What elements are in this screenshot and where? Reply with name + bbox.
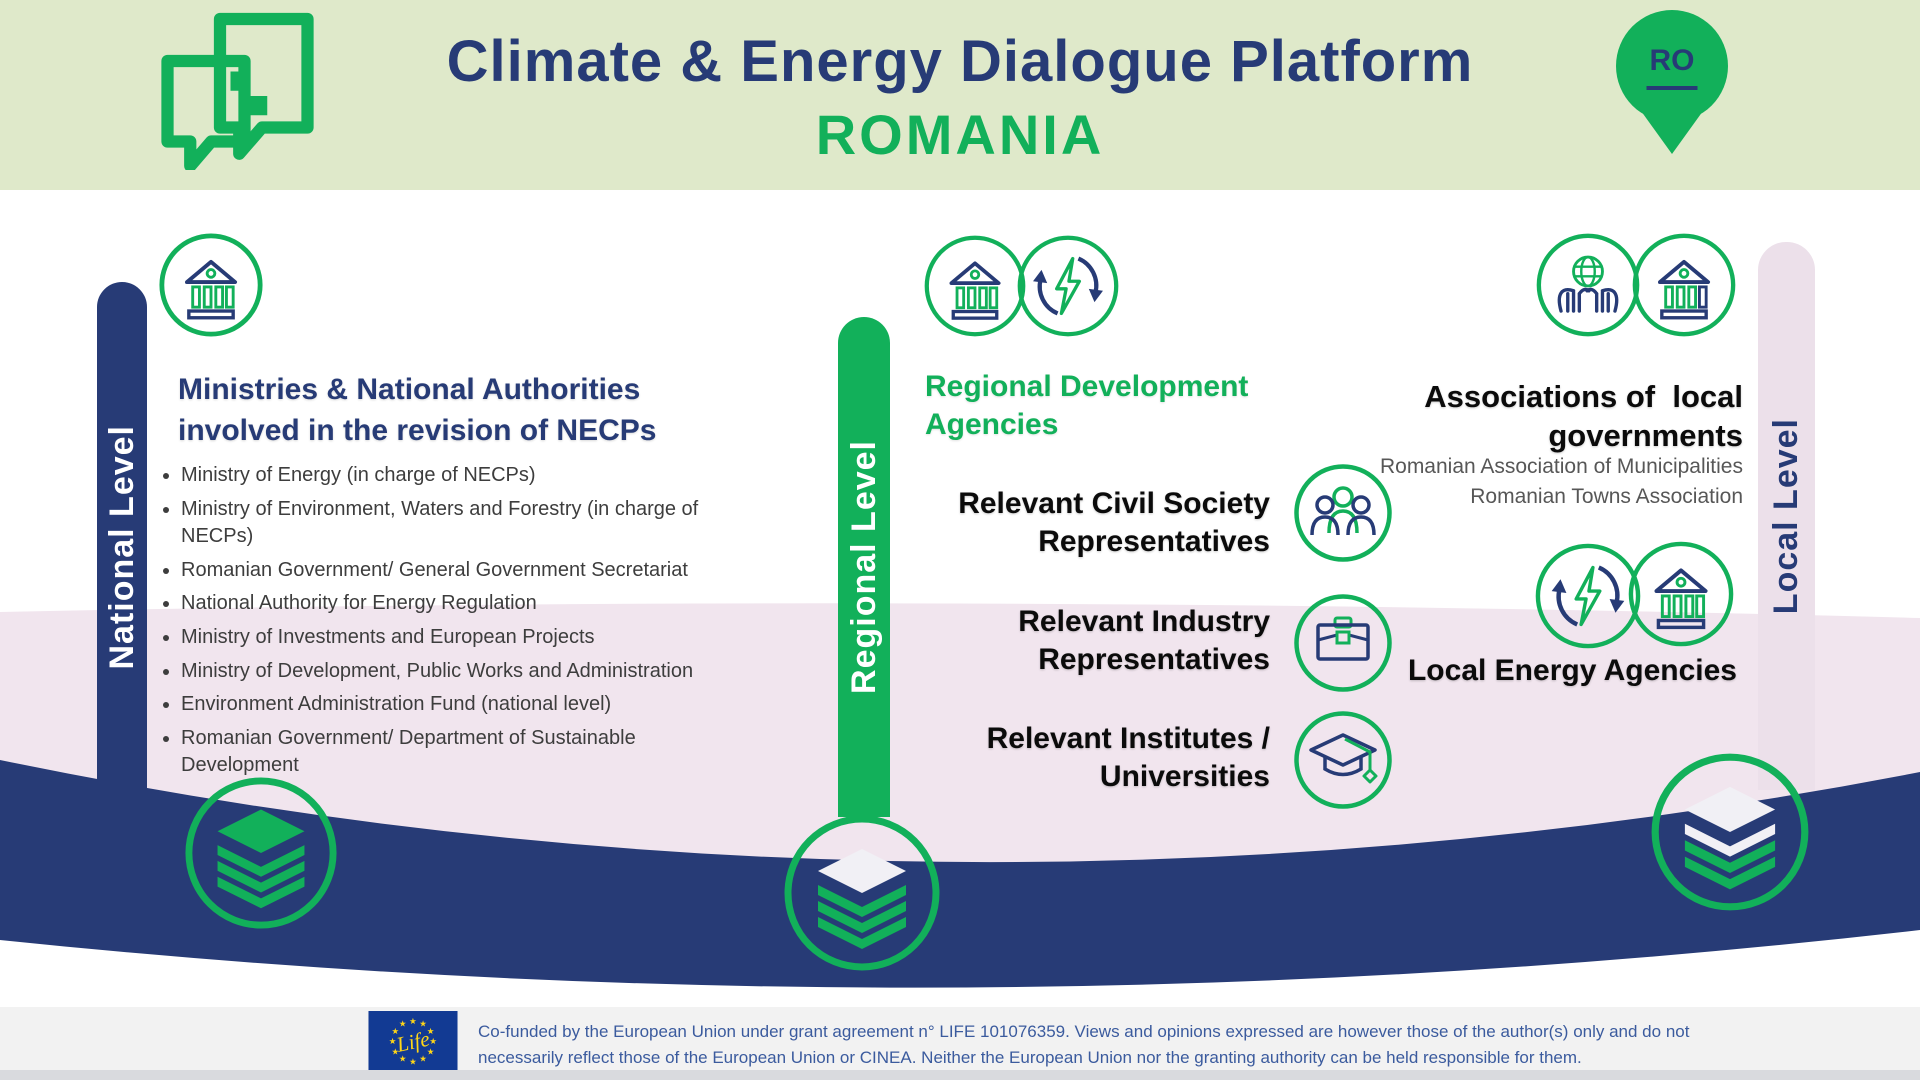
national-heading: Ministries & National Authorities involv…	[178, 373, 657, 447]
footer	[0, 1007, 1920, 1080]
regional-level-label: Regional Level	[844, 440, 883, 694]
footer-edge	[0, 1070, 1920, 1080]
bullet-item: Ministry of Energy (in charge of NECPs)	[181, 462, 726, 490]
dialogue-logo-icon	[161, 12, 314, 170]
industry-heading: Relevant Industry Representatives	[1018, 605, 1270, 676]
svg-text:★: ★	[419, 1054, 427, 1064]
pillar-local: Local Level	[1758, 242, 1815, 790]
local-energy-agencies-heading: Local Energy Agencies	[1407, 654, 1737, 687]
svg-text:★: ★	[399, 1018, 407, 1028]
bullet-item: Ministry of Investments and European Pro…	[181, 624, 726, 652]
bullet-item: Ministry of Environment, Waters and Fore…	[181, 496, 726, 551]
bullet-item: National Authority for Energy Regulation	[181, 590, 726, 618]
svg-text:★: ★	[409, 1016, 417, 1026]
country-title: ROMANIA	[815, 103, 1105, 166]
svg-text:★: ★	[427, 1026, 435, 1036]
associations-subtext: Romanian Association of Municipalities R…	[1379, 455, 1743, 509]
svg-text:★: ★	[419, 1018, 427, 1028]
associations-heading: Associations of local governments	[1424, 379, 1743, 453]
bullet-item: Romanian Government/ Department of Susta…	[181, 725, 726, 780]
platform-top-surface	[0, 603, 1920, 863]
country-pin-icon: RO	[1612, 8, 1732, 156]
energy-cycle-icon	[1017, 235, 1119, 337]
svg-text:★: ★	[391, 1026, 399, 1036]
graduation-cap-icon	[1294, 711, 1392, 809]
header: Climate & Energy Dialogue Platform ROMAN…	[0, 0, 1920, 190]
svg-text:★: ★	[427, 1046, 435, 1056]
pillar-national: National Level	[97, 282, 147, 812]
map-pin-shape	[1616, 10, 1728, 154]
briefcase-icon	[1294, 594, 1392, 692]
bullet-item: Environment Administration Fund (nationa…	[181, 691, 726, 719]
pin-label: RO	[1646, 44, 1698, 90]
local-level-label: Local Level	[1767, 417, 1805, 615]
government-building-icon	[1628, 541, 1734, 647]
funding-disclaimer: Co-funded by the European Union under gr…	[478, 1022, 1690, 1068]
eu-life-logo: ★★★★★★★★★★★★ Life	[368, 1011, 458, 1071]
energy-cycle-icon	[1535, 543, 1641, 649]
civil-society-heading: Relevant Civil Society Representatives	[958, 487, 1270, 558]
national-bullet-list: Ministry of Energy (in charge of NECPs) M…	[155, 462, 726, 786]
svg-text:★: ★	[409, 1056, 417, 1066]
layer-stack-icon-national	[185, 777, 337, 929]
svg-text:★: ★	[391, 1046, 399, 1056]
svg-text:★: ★	[429, 1036, 437, 1046]
bullet-item: Romanian Government/ General Government …	[181, 557, 726, 585]
institutes-heading: Relevant Institutes / Universities	[986, 722, 1270, 793]
page-title: Climate & Energy Dialogue Platform	[446, 29, 1474, 94]
layer-stack-icon-regional	[784, 815, 940, 971]
layer-stack-icon-local	[1651, 753, 1809, 911]
svg-text:★: ★	[399, 1054, 407, 1064]
people-group-icon	[1294, 464, 1392, 562]
bullet-item: Ministry of Development, Public Works an…	[181, 658, 726, 686]
government-building-icon	[159, 233, 263, 337]
government-building-icon	[924, 235, 1026, 337]
regional-development-agencies-heading: Regional Development Agencies	[925, 370, 1249, 441]
hands-globe-icon	[1536, 233, 1640, 337]
eu-stars: ★★★★★★★★★★★★	[389, 1016, 438, 1067]
platform-front	[0, 752, 1920, 988]
government-building-icon	[1632, 233, 1736, 337]
svg-text:★: ★	[389, 1036, 397, 1046]
pillar-regional: Regional Level	[838, 317, 890, 817]
national-level-label: National Level	[102, 424, 141, 670]
